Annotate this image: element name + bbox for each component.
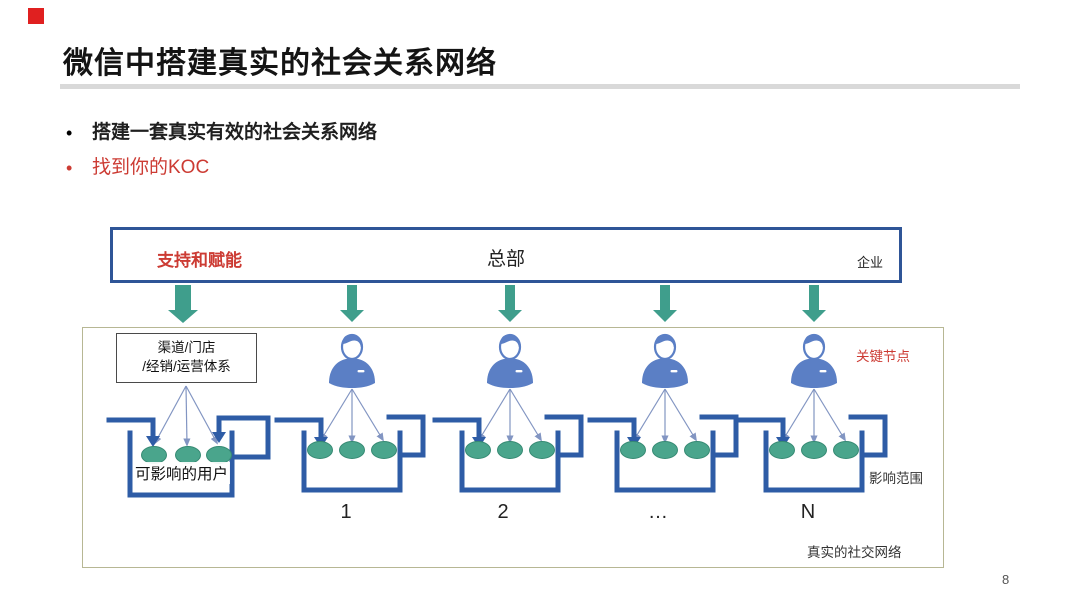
influence-fan-arrows [154,385,846,447]
bullet-marker: • [66,158,73,178]
flow-arrow-down-5 [802,285,826,322]
headquarters-label: 总部 [486,249,525,270]
influenced-users-label: 可影响的用户 [133,462,231,484]
flow-arrow-down-2 [340,285,364,322]
bullet-text: 找到你的KOC [92,157,210,178]
social-network-container [82,327,944,568]
influence-bucket-1 [106,415,271,498]
headquarters-box: 支持和赋能 总部 企业 [110,227,902,283]
person-icon [485,333,535,390]
channel-box-line1: 渠道/门店 [157,340,216,356]
column-number-2: 2 [497,501,509,523]
influence-bucket-2 [277,417,423,490]
bullet-marker: • [66,123,73,143]
bullet-item-1: • 搭建一套真实有效的社会关系网络 [66,121,377,145]
red-square-marker [28,8,44,24]
real-social-network-label: 真实的社交网络 [807,545,902,560]
column-number-3: … [648,501,668,523]
column-number-4: N [800,501,816,523]
support-enable-label: 支持和赋能 [157,251,242,270]
person-icon [789,333,839,390]
person-icon [327,333,377,390]
key-node-label: 关键节点 [856,349,910,364]
slide-title: 微信中搭建真实的社会关系网络 [63,47,497,80]
channel-store-box: 渠道/门店 /经销/运营体系 [116,333,257,383]
influence-bucket-3 [435,417,581,490]
page-number: 8 [1002,572,1010,587]
column-number-1: 1 [340,501,352,523]
influence-bucket-4 [590,417,736,490]
channel-box-line2: /经销/运营体系 [142,359,231,374]
flow-arrow-down-3 [498,285,522,322]
bullet-item-2: • 找到你的KOC [66,156,209,180]
enterprise-label: 企业 [856,255,883,270]
person-icon [640,333,690,390]
bullet-text: 搭建一套真实有效的社会关系网络 [92,122,378,143]
influence-bucket-5 [739,417,885,490]
influence-scope-label: 影响范围 [869,471,923,486]
title-underline [60,84,1020,89]
flow-arrow-down-4 [653,285,677,322]
flow-arrow-down-1 [168,285,198,323]
